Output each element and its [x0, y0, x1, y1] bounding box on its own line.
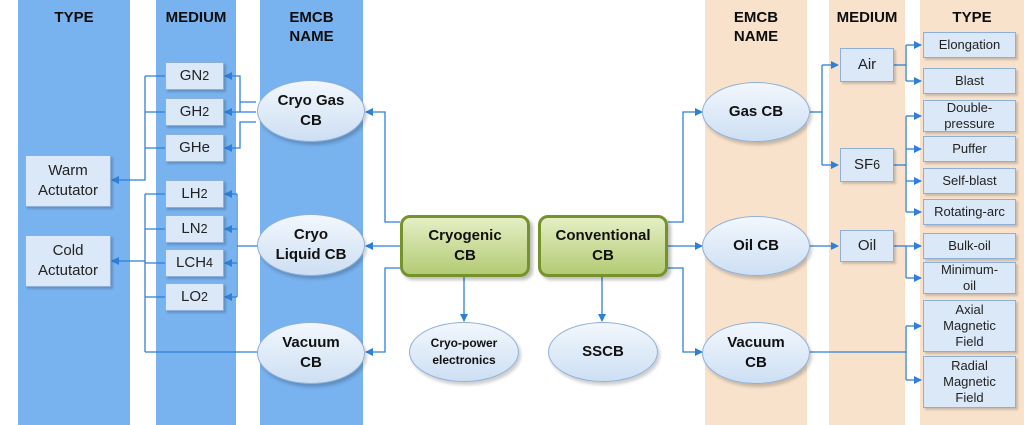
left-type-header: TYPE [54, 9, 94, 26]
type-minimum-oil-node: Minimum- oil [923, 262, 1016, 294]
medium-lch4-label: LCH [176, 254, 207, 271]
medium-lh2-subscript: 2 [200, 187, 208, 201]
medium-ln2-subscript: 2 [200, 222, 208, 236]
medium-gh2-label: GH [179, 103, 203, 120]
medium-sf6-label: SF [853, 156, 874, 173]
medium-ghe-node: GHe [165, 134, 224, 162]
medium-lo2-subscript: 2 [201, 290, 208, 304]
type-puffer-node: Puffer [923, 136, 1016, 162]
type-axial-magnetic-field-node: Axial Magnetic Field [923, 300, 1016, 352]
sscb-node: SSCB [548, 322, 658, 382]
medium-gn2-label: GN [179, 67, 203, 84]
oil-cb-node: Oil CB [702, 216, 810, 276]
cryo-gas-cb-node: Cryo Gas CB [257, 80, 365, 142]
medium-gn2-subscript: 2 [202, 69, 210, 83]
medium-ln2-label: LN [181, 220, 201, 237]
medium-lch4-subscript: 4 [206, 256, 213, 270]
type-elongation-node: Elongation [923, 32, 1016, 58]
type-rotating-arc-node: Rotating-arc [923, 199, 1016, 225]
right-medium-header: MEDIUM [836, 9, 898, 26]
type-self-blast-node: Self-blast [923, 168, 1016, 194]
medium-oil-node: Oil [840, 230, 894, 262]
type-radial-magnetic-field-node: Radial Magnetic Field [923, 356, 1016, 408]
cryo-liquid-cb-node: Cryo Liquid CB [257, 214, 365, 276]
right-emcb-header: EMCB NAME [733, 9, 779, 45]
type-blast-node: Blast [923, 68, 1016, 94]
medium-air-node: Air [840, 48, 894, 82]
type-double-pressure-node: Double- pressure [923, 100, 1016, 132]
type-bulk-oil-node: Bulk-oil [923, 233, 1016, 259]
right-vacuum-cb-node: Vacuum CB [702, 322, 810, 384]
warm-actuator-node: Warm Actutator [25, 155, 111, 207]
left-emcb-header: EMCB NAME [289, 9, 334, 45]
left-medium-header: MEDIUM [165, 9, 227, 26]
cold-actuator-node: Cold Actutator [25, 235, 111, 287]
gas-cb-node: Gas CB [702, 82, 810, 142]
medium-lo2-label: LO [181, 288, 202, 305]
left-vacuum-cb-node: Vacuum CB [257, 322, 365, 384]
conventional-cb-node: Conventional CB [538, 215, 668, 277]
medium-sf6-subscript: 6 [873, 158, 881, 172]
cryogenic-cb-node: Cryogenic CB [400, 215, 530, 277]
medium-oil-label: Oil [857, 237, 877, 254]
right-type-header: TYPE [952, 9, 992, 26]
left-type-column: TYPE [18, 0, 130, 425]
medium-lh2-label: LH [181, 185, 201, 202]
medium-gh2-subscript: 2 [202, 105, 210, 119]
medium-air-label: Air [857, 56, 877, 73]
medium-ghe-label: GHe [179, 139, 210, 156]
cryo-power-electronics-node: Cryo-power electronics [409, 322, 519, 382]
